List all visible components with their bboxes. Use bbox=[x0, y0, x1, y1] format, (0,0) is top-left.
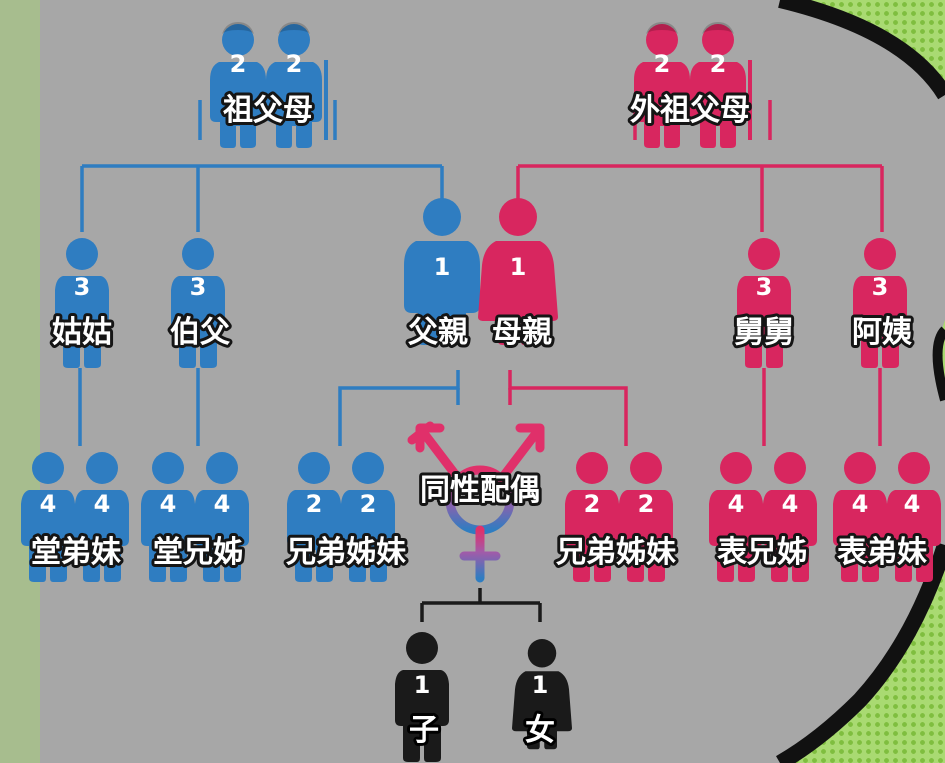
siblings-maternal-group: 2 2 bbox=[565, 452, 673, 582]
uncle-jiujiu: 3 bbox=[737, 238, 791, 368]
paternal-grandparents: 2 2 bbox=[210, 22, 328, 148]
mother-degree: 1 bbox=[510, 253, 527, 281]
siblings-paternal-degree-2: 2 bbox=[360, 490, 377, 518]
paternal-grandfather-degree: 2 bbox=[230, 50, 247, 78]
tang-xiongzi-label: 堂兄姊 bbox=[153, 535, 243, 570]
siblings-maternal-degree-2: 2 bbox=[638, 490, 655, 518]
daughter-degree: 1 bbox=[532, 671, 549, 699]
ayi-degree: 3 bbox=[872, 273, 889, 301]
paternal-grandparents-label: 祖父母 bbox=[223, 93, 313, 128]
paternal-grandmother-degree: 2 bbox=[286, 50, 303, 78]
biao-xiongzi-label: 表兄姊 bbox=[717, 535, 807, 570]
father: 1 bbox=[404, 198, 480, 345]
jiujiu-degree: 3 bbox=[756, 273, 773, 301]
son: 1 bbox=[395, 632, 449, 762]
tang-dimei-degree-1: 4 bbox=[40, 490, 57, 518]
tang-xiongzi-group: 4 4 bbox=[141, 452, 249, 582]
board-edge-lower bbox=[775, 542, 945, 763]
gugu-degree: 3 bbox=[74, 273, 91, 301]
siblings-paternal-group: 2 2 bbox=[287, 452, 395, 582]
biao-dimei-label: 表弟妹 bbox=[837, 535, 927, 570]
biao-xiongzi-degree-1: 4 bbox=[728, 490, 745, 518]
siblings-maternal-degree-1: 2 bbox=[584, 490, 601, 518]
board-speckle bbox=[0, 0, 40, 763]
aunt-gugu: 3 bbox=[55, 238, 109, 368]
biao-xiongzi-degree-2: 4 bbox=[782, 490, 799, 518]
father-label: 父親 bbox=[408, 315, 468, 350]
son-degree: 1 bbox=[414, 671, 431, 699]
children-connectors bbox=[420, 588, 542, 622]
tang-xiongzi-degree-1: 4 bbox=[160, 490, 177, 518]
biao-dimei-degree-2: 4 bbox=[904, 490, 921, 518]
mother: 1 bbox=[478, 198, 558, 345]
bofu-degree: 3 bbox=[190, 273, 207, 301]
maternal-grandparents: 2 2 bbox=[634, 22, 752, 148]
gender-symbol-icon bbox=[407, 421, 545, 583]
biao-dimei-group: 4 4 bbox=[833, 452, 941, 582]
aunt-ayi: 3 bbox=[853, 238, 907, 368]
uncle-bofu: 3 bbox=[171, 238, 225, 368]
jiujiu-label: 舅舅 bbox=[734, 315, 794, 350]
siblings-paternal-degree-1: 2 bbox=[306, 490, 323, 518]
board-edge-right bbox=[932, 326, 945, 402]
paternal-connectors bbox=[78, 100, 460, 446]
biao-xiongzi-group: 4 4 bbox=[709, 452, 817, 582]
son-label: 子 bbox=[409, 713, 439, 748]
mother-label: 母親 bbox=[492, 315, 552, 350]
spouse-label: 同性配偶 bbox=[420, 473, 540, 508]
father-degree: 1 bbox=[434, 253, 451, 281]
biao-dimei-degree-1: 4 bbox=[852, 490, 869, 518]
siblings-maternal-label: 兄弟姊妹 bbox=[556, 535, 676, 570]
daughter-label: 女 bbox=[525, 713, 555, 748]
board-edge bbox=[778, 0, 945, 100]
gugu-label: 姑姑 bbox=[52, 315, 112, 350]
maternal-grandparents-label: 外祖父母 bbox=[630, 93, 750, 128]
tang-dimei-group: 4 4 bbox=[21, 452, 129, 582]
daughter: 1 bbox=[512, 639, 572, 750]
tang-xiongzi-degree-2: 4 bbox=[214, 490, 231, 518]
ayi-label: 阿姨 bbox=[852, 315, 912, 350]
siblings-paternal-label: 兄弟姊妹 bbox=[286, 535, 406, 570]
tang-dimei-label: 堂弟妹 bbox=[31, 535, 121, 570]
tang-dimei-degree-2: 4 bbox=[94, 490, 111, 518]
bofu-label: 伯父 bbox=[170, 315, 230, 350]
maternal-connectors bbox=[508, 100, 884, 446]
maternal-grandfather-degree: 2 bbox=[654, 50, 671, 78]
maternal-grandmother-degree: 2 bbox=[710, 50, 727, 78]
